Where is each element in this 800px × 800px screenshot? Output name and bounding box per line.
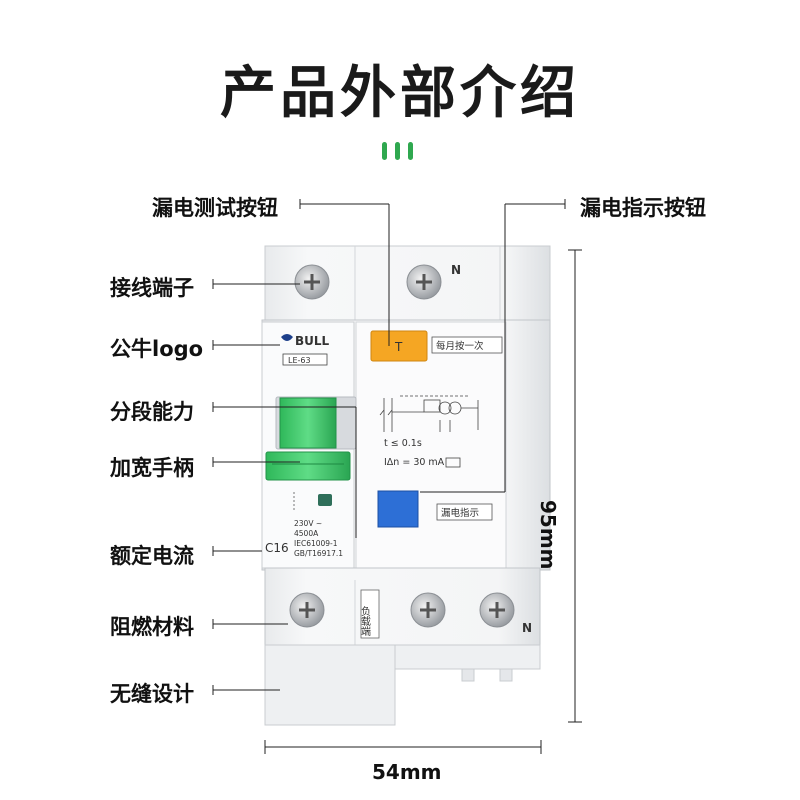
breaker-body [261,245,551,726]
residual-current-text: IΔn = 30 mA [384,457,445,468]
neutral-mark-bottom: N [522,621,532,635]
label-logo: 公牛logo [110,337,204,361]
model-number: LE-63 [288,356,311,365]
neutral-mark-top: N [451,263,461,277]
trip-time-text: t ≤ 0.1s [384,438,422,449]
dimension-lines [264,249,582,754]
leak-indicator-text: 漏电指示 [441,507,479,519]
label-leak-test-button: 漏电测试按钮 [152,196,278,220]
label-seamless: 无缝设计 [110,682,194,706]
capacity-text: 4500A [294,529,319,538]
load-side-text: 负载端 [359,605,371,637]
title-decoration [382,142,413,160]
height-dimension: 95mm [536,500,560,570]
circuit-diagram [379,395,479,432]
leak-indicator-button [377,490,419,528]
label-handle: 加宽手柄 [110,456,194,480]
standard2-text: GB/T16917.1 [294,549,343,558]
label-terminal: 接线端子 [110,276,194,300]
label-breaking-capacity: 分段能力 [110,400,194,424]
width-dimension: 54mm [372,760,442,784]
monthly-press-text: 每月按一次 [436,340,484,352]
terminal-screw-bottom-left [289,592,325,628]
terminal-screw-bottom-mid [410,592,446,628]
status-window [318,494,332,506]
label-flame-retardant: 阻燃材料 [110,615,194,639]
wide-handle [265,396,357,481]
bull-logo: BULL LE-63 [281,334,330,366]
label-rated-current: 额定电流 [110,544,194,568]
terminal-screw-bottom-right [479,592,515,628]
voltage-text: 230V ~ [294,519,322,528]
brand-name: BULL [295,334,330,348]
leak-test-button: T [370,330,428,362]
label-leak-indicator-button: 漏电指示按钮 [580,196,706,220]
rating-text: C16 [265,541,289,555]
terminal-screw-top-left [294,264,330,300]
callout-lines [212,199,566,695]
standard1-text: IEC61009-1 [294,539,338,548]
page-title: 产品外部介绍 [220,61,580,126]
terminal-screw-top-right [406,264,442,300]
test-button-letter: T [394,340,403,354]
